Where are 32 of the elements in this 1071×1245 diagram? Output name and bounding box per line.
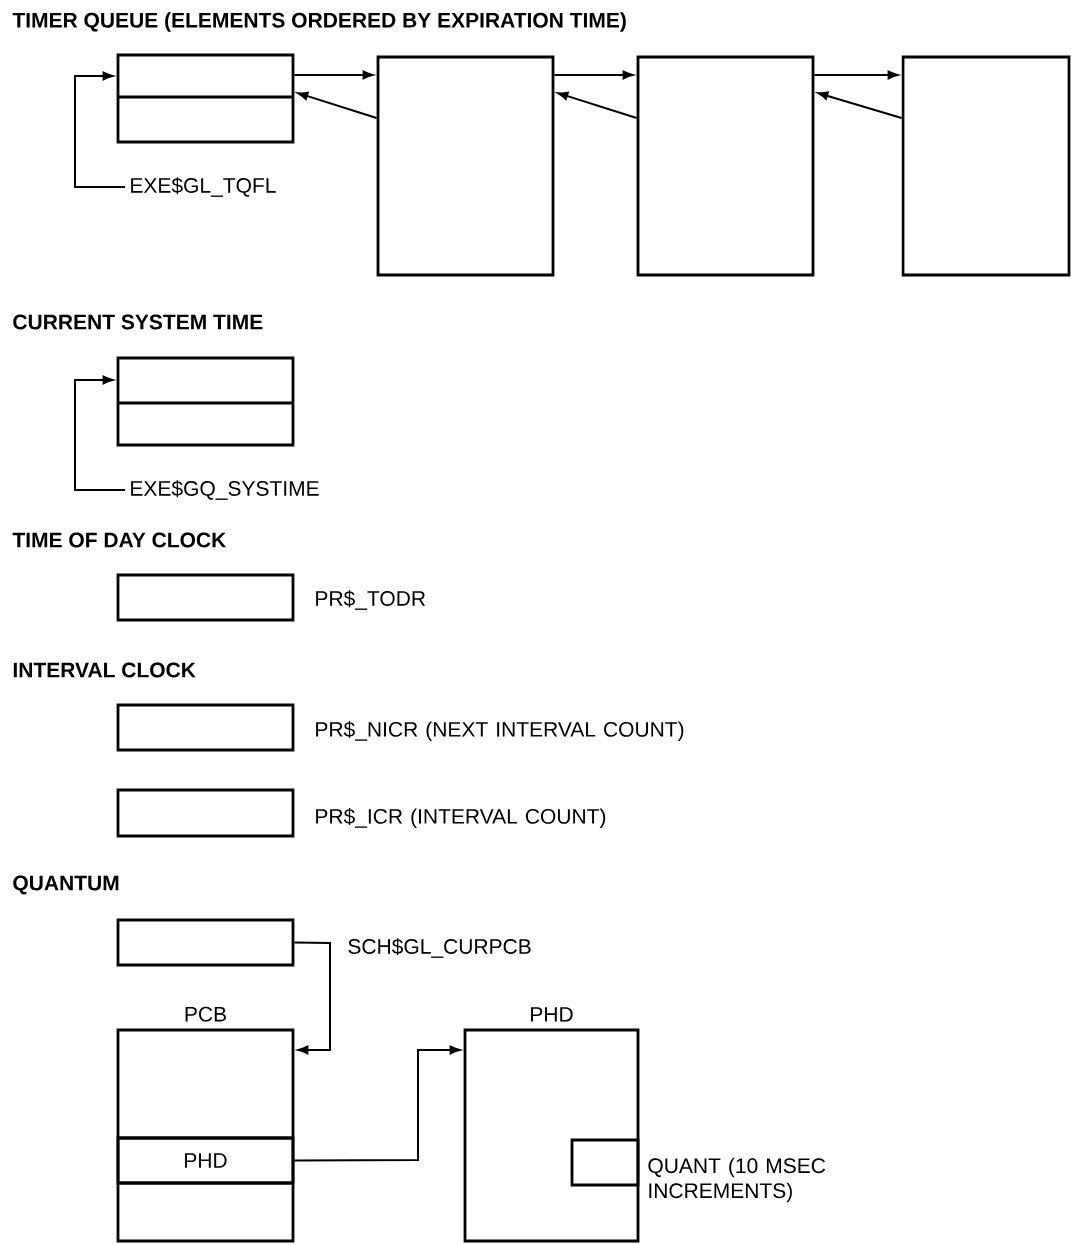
node-label: PHD — [531, 1007, 573, 1022]
section-heading: QUANTUM — [13, 875, 119, 895]
section-heading: CURRENT SYSTEM TIME — [13, 314, 263, 330]
queue-element-box — [636, 55, 815, 277]
queue-element-box — [376, 55, 555, 277]
queue-element-box — [901, 55, 1071, 277]
pointer-label: EXE$GQ_SYSTIME — [131, 480, 319, 500]
quadword-box — [116, 356, 295, 447]
arrow — [74, 71, 126, 188]
arrow — [553, 70, 634, 80]
section-heading: TIME OF DAY CLOCK — [12, 532, 227, 548]
register-label: PR$_NICR (NEXT INTERVAL COUNT) — [316, 721, 684, 741]
listhead-box — [116, 53, 295, 144]
register-label: QUANT (10 MSEC INCREMENTS) — [648, 1157, 826, 1203]
arrow — [74, 375, 126, 491]
register-label: PR$_ICR (INTERVAL COUNT) — [316, 808, 606, 828]
arrow — [557, 91, 638, 119]
section-heading: TIMER QUEUE (ELEMENTS ORDERED BY EXPIRATION TIME) — [12, 12, 626, 32]
arrow — [293, 1045, 461, 1162]
arrow — [817, 91, 903, 119]
section-heading: INTERVAL CLOCK — [13, 662, 196, 678]
arrow — [293, 70, 374, 80]
arrow — [297, 91, 378, 119]
field-cell: PHD — [116, 1136, 295, 1185]
pointer-box — [116, 918, 295, 967]
arrow — [293, 941, 331, 1055]
arrow — [813, 70, 899, 80]
pointer-label: EXE$GL_TQFL — [131, 177, 276, 197]
phd-box: PHD — [463, 1007, 640, 1243]
node-label: PCB — [185, 1006, 226, 1022]
edge-label: SCH$GL_CURPCB — [345, 936, 534, 960]
register-label: PR$_TODR — [316, 590, 426, 610]
